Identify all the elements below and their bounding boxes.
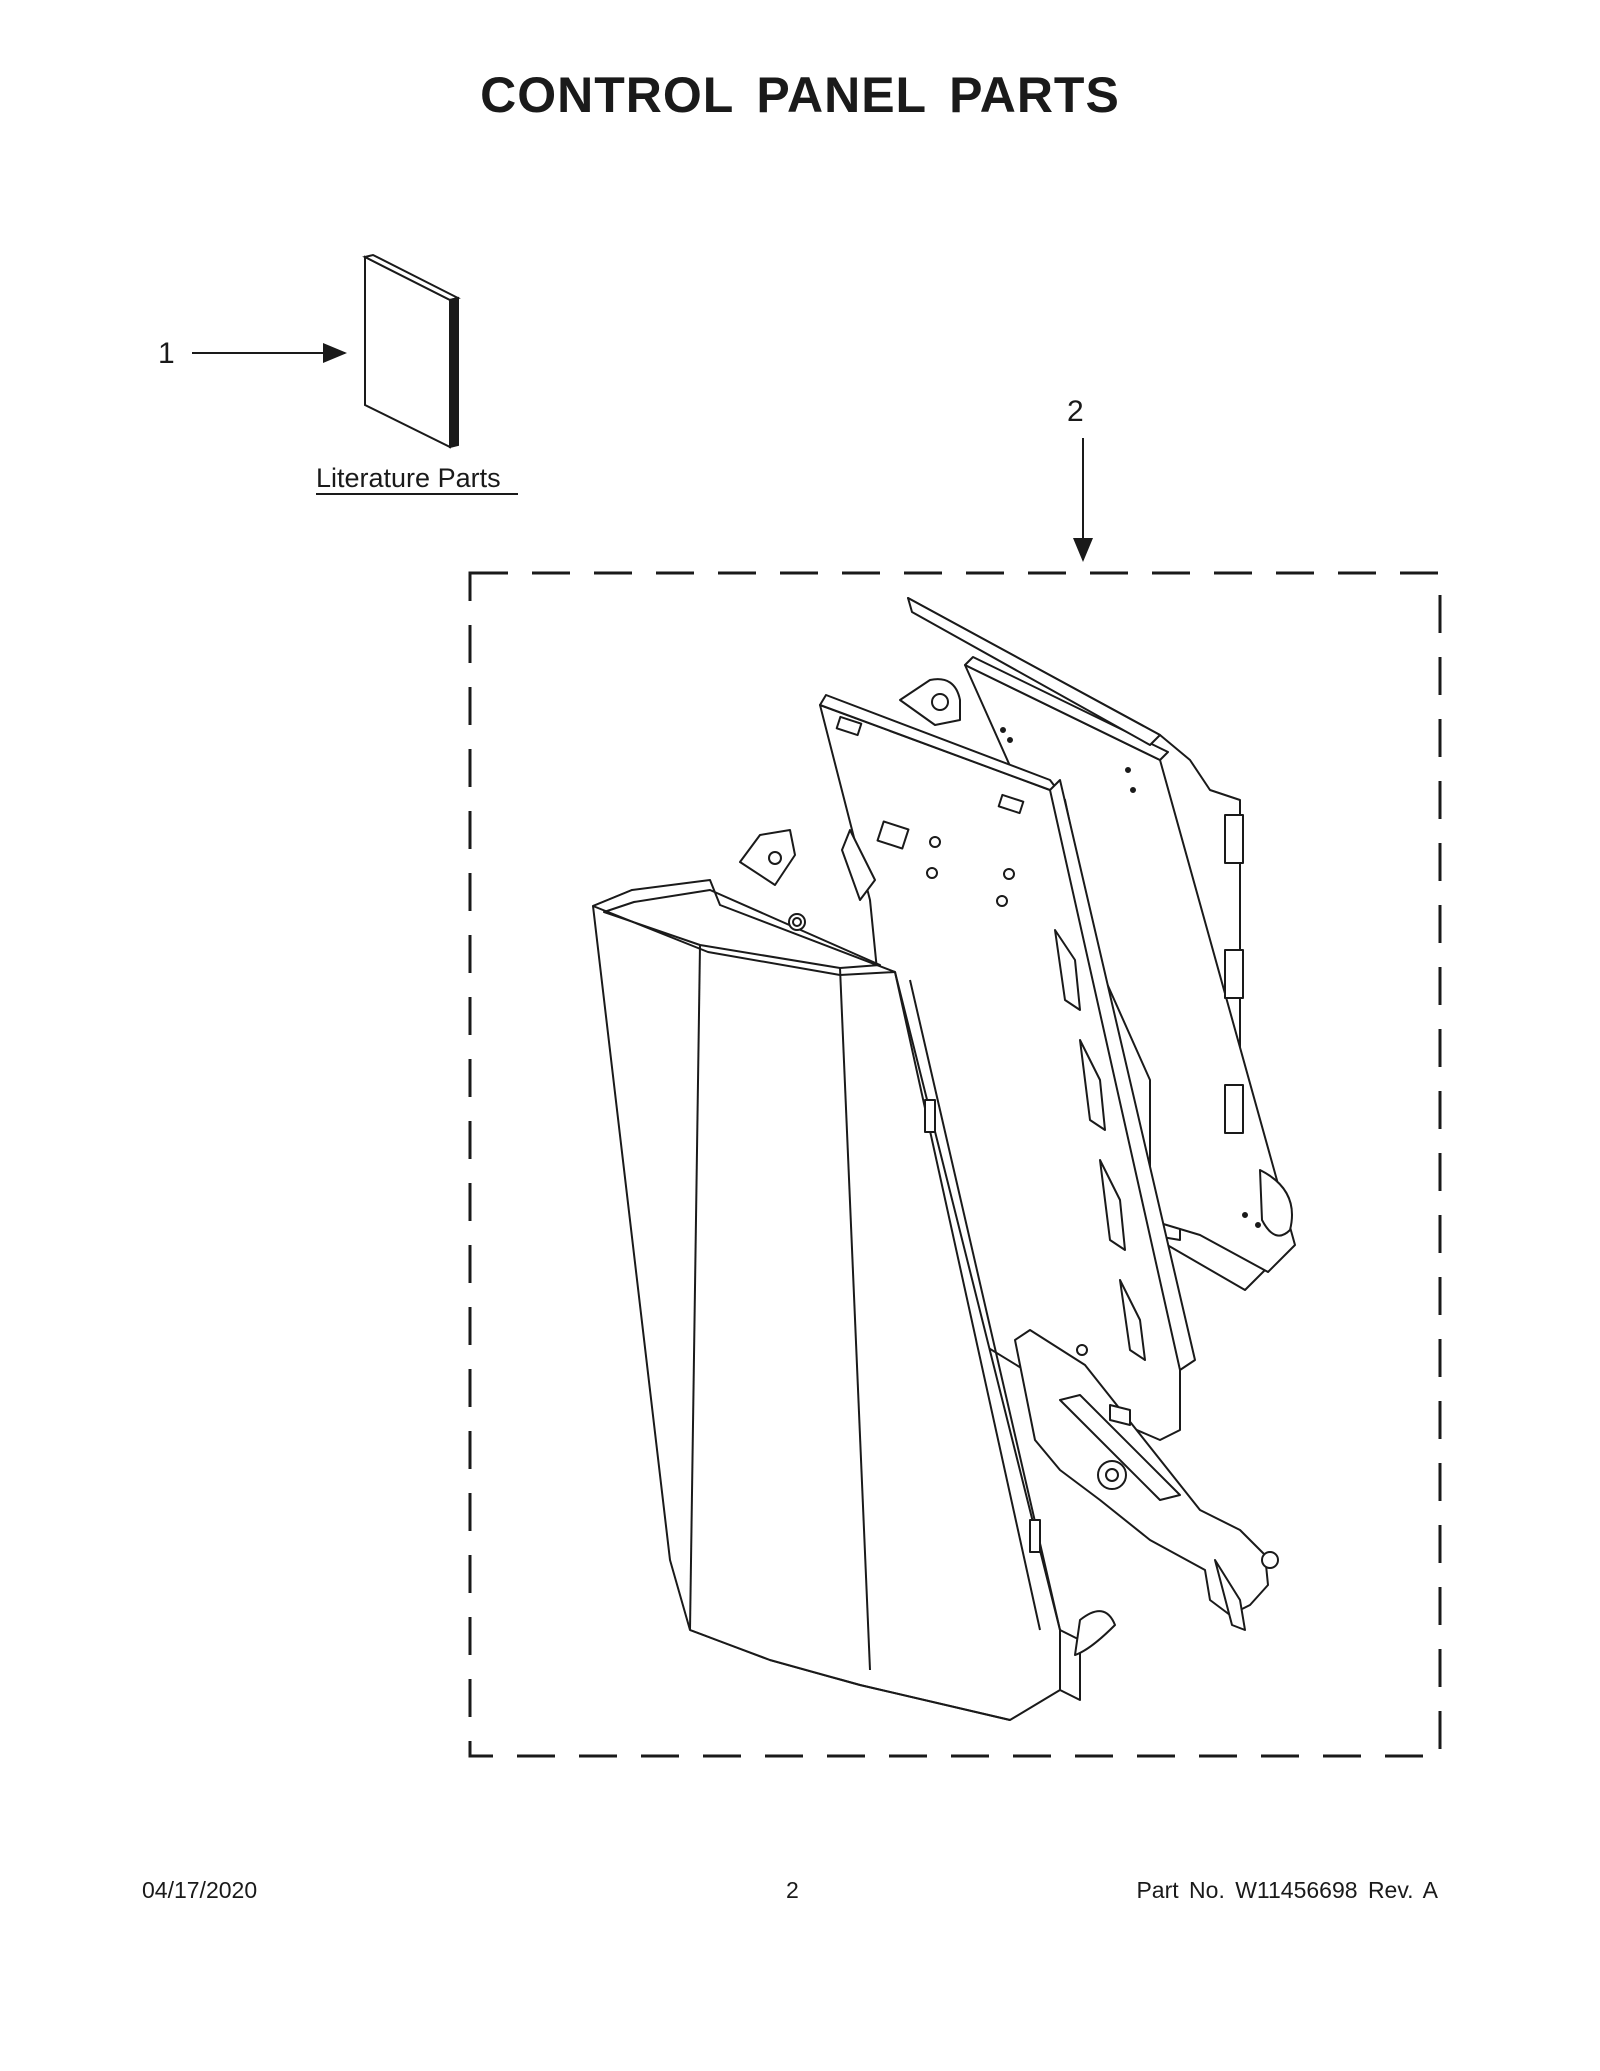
assembly-boundary bbox=[468, 571, 1442, 1758]
footer-part-number: Part No. W11456698 Rev. A bbox=[1136, 1877, 1438, 1903]
callout-number-1: 1 bbox=[158, 337, 175, 370]
footer-date: 04/17/2020 bbox=[142, 1877, 258, 1903]
callout-number-2: 2 bbox=[1067, 395, 1084, 428]
literature-booklet bbox=[362, 253, 461, 449]
footer-page-number: 2 bbox=[786, 1877, 799, 1903]
latch-bracket bbox=[1014, 1329, 1279, 1631]
literature-parts-label: Literature Parts bbox=[316, 463, 501, 493]
front-panel-cover bbox=[592, 829, 1116, 1721]
page-title: CONTROL PANEL PARTS bbox=[480, 67, 1120, 123]
